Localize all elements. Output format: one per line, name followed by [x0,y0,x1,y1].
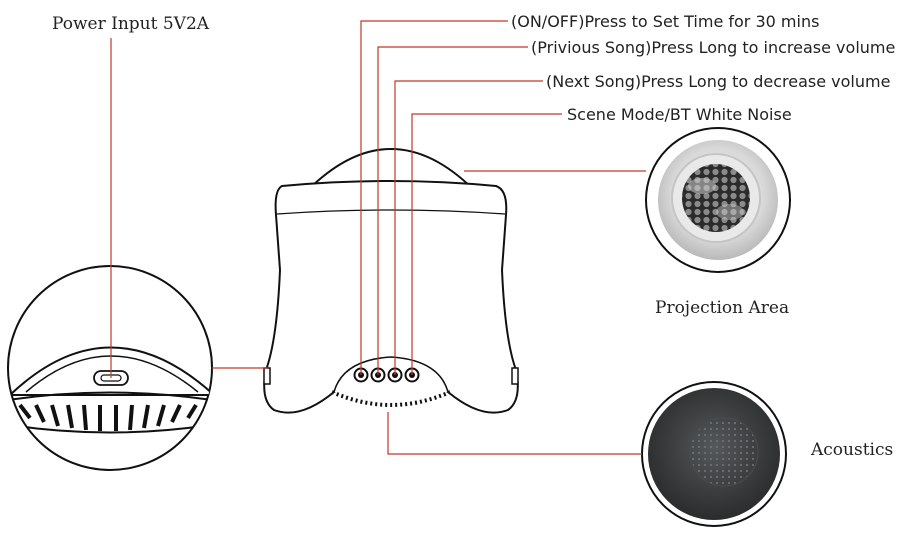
base-vent-slots [18,403,198,431]
power-input-detail [7,265,213,471]
label-next-song: (Next Song)Press Long to decrease volume [546,72,890,91]
label-projection-area: Projection Area [655,298,789,318]
projection-lens-icon [682,164,750,232]
device-side-foot-left [263,367,271,385]
device-side-foot-right [511,367,519,385]
label-on-off: (ON/OFF)Press to Set Time for 30 mins [511,12,819,31]
device-body [263,148,519,414]
device-base-vent [331,390,451,407]
projection-lens-detail [645,127,791,273]
speaker-grille-icon [690,418,758,486]
device-dome [305,148,477,191]
label-power-input: Power Input 5V2A [52,14,210,34]
label-previous-song: (Privious Song)Press Long to increase vo… [531,38,895,57]
label-acoustics: Acoustics [810,440,893,460]
leader-lines [110,20,646,455]
device-inner-edge [276,209,506,215]
speaker-detail [641,381,787,527]
label-scene-mode: Scene Mode/BT White Noise [567,105,792,124]
